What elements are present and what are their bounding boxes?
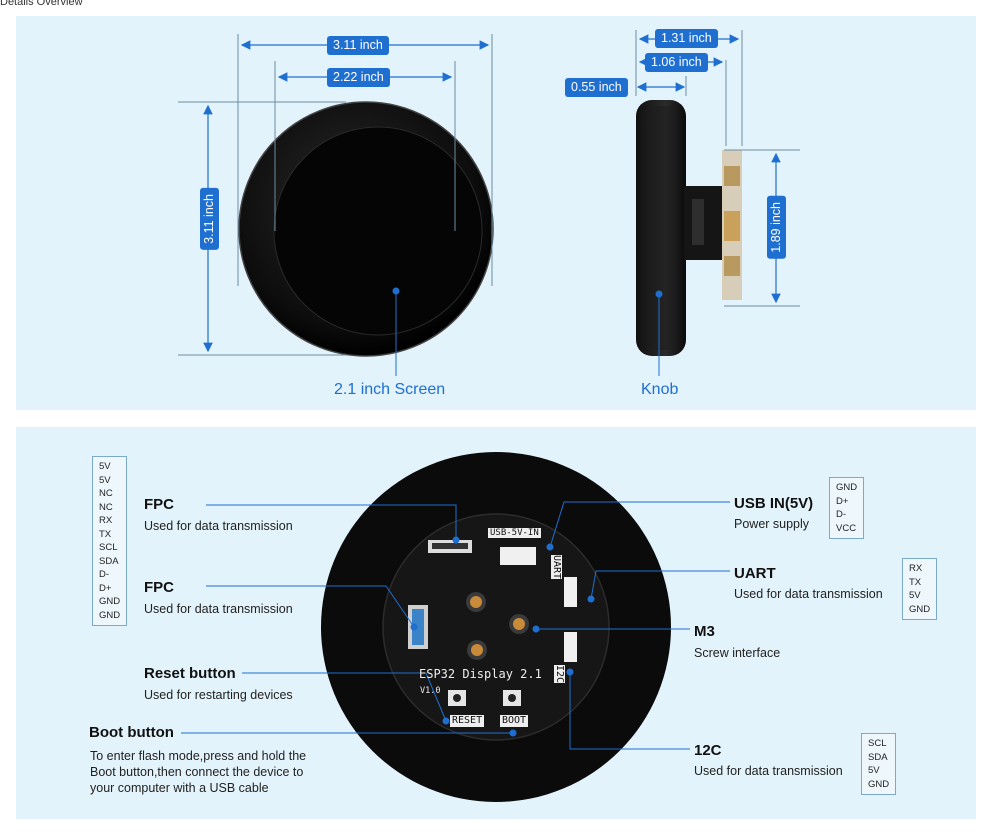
dimensions-panel: 3.11 inch 2.22 inch 3.11 inch 1.31 inch … <box>16 16 976 410</box>
screen-caption: 2.1 inch Screen <box>334 381 446 398</box>
dimensions-drawing <box>178 30 800 376</box>
usb-connector <box>500 547 536 565</box>
leader-lines <box>181 501 730 750</box>
boot-title: Boot button <box>89 724 174 741</box>
reset-title: Reset button <box>144 665 236 682</box>
m3-title: M3 <box>694 623 715 640</box>
height-label: 3.11 inch <box>200 188 219 250</box>
i2c-desc: Used for data transmission <box>694 764 843 778</box>
silk-boot: BOOT <box>500 715 529 727</box>
bezel-depth-label: 0.55 inch <box>565 78 628 97</box>
fpc-left-title: FPC <box>144 579 174 596</box>
i2c-header <box>564 632 577 662</box>
uart-desc: Used for data transmission <box>734 587 883 601</box>
boot-desc-line3: your computer with a USB cable <box>90 781 269 795</box>
depth-total-label: 1.31 inch <box>655 29 718 48</box>
page-heading: Details Overview <box>0 0 83 8</box>
m3-screws <box>466 592 529 660</box>
boot-desc-line2: Boot button,then connect the device to <box>90 765 304 779</box>
knob-caption: Knob <box>641 381 679 398</box>
front-dimension-lines <box>178 34 493 356</box>
outer-width-label: 3.11 inch <box>327 36 389 55</box>
front-view <box>238 101 494 376</box>
interfaces-panel: USB-5V-IN UART I2C ESP32 Display 2.1 V1.… <box>16 427 976 819</box>
depth-mid-label: 1.06 inch <box>645 53 708 72</box>
screen-width-label: 2.22 inch <box>327 68 390 87</box>
silk-reset: RESET <box>450 715 485 727</box>
i2c-title: 12C <box>694 742 722 759</box>
silk-i2c: I2C <box>554 665 565 684</box>
boot-desc-line1: To enter flash mode,press and hold the <box>90 749 307 763</box>
silk-usb: USB-5V-IN <box>488 528 541 538</box>
usb-title: USB IN(5V) <box>734 495 814 512</box>
fpc-top-desc: Used for data transmission <box>144 519 293 533</box>
uart-header <box>564 577 577 607</box>
board-name: ESP32 Display 2.1 <box>419 667 542 681</box>
fpc-left-desc: Used for data transmission <box>144 602 293 616</box>
fpc-top-title: FPC <box>144 496 174 513</box>
side-view <box>636 100 742 376</box>
m3-desc: Screw interface <box>694 646 781 660</box>
board-version: V1.0 <box>420 686 441 696</box>
uart-title: UART <box>734 565 776 582</box>
silk-uart: UART <box>551 555 562 580</box>
back-height-label: 1.89 inch <box>767 196 786 259</box>
reset-desc: Used for restarting devices <box>144 688 293 702</box>
usb-desc: Power supply <box>734 517 810 531</box>
